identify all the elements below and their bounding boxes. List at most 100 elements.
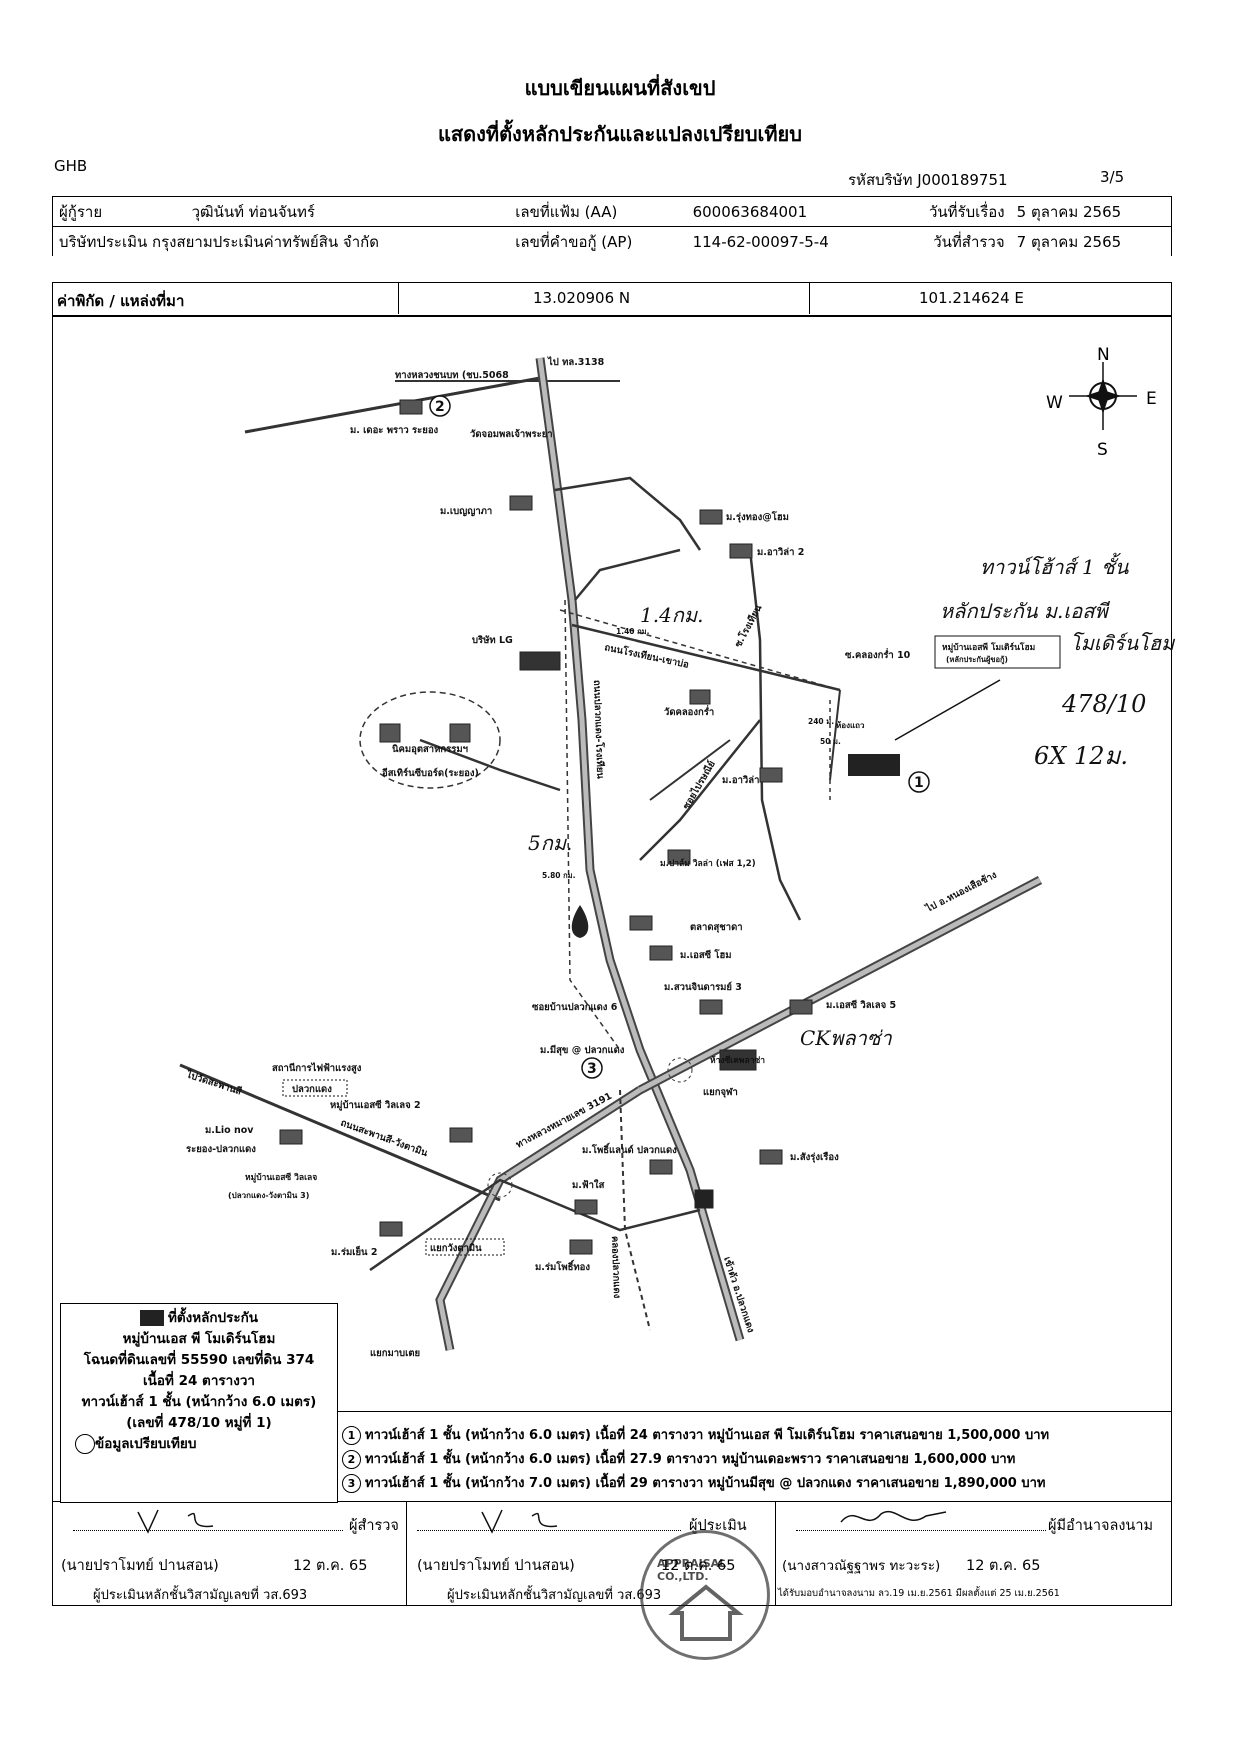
- received-label: วันที่รับเรื่อง: [928, 202, 1005, 221]
- label-the-palm: ม. เดอะ พราว ระยอง: [350, 425, 439, 436]
- coord-label: ค่าพิกัด / แหล่งที่มา: [57, 292, 185, 310]
- marker-3: 3: [587, 1061, 597, 1077]
- company-code: รหัสบริษัท J000189751: [848, 171, 1008, 189]
- label-esc3-b: (ปลวกแดง-วังตามิน 3): [228, 1191, 309, 1200]
- rongtiam-road: [571, 623, 841, 692]
- title-line-2: แสดงที่ตั้งหลักประกันและแปลงเปรียบเทียบ: [438, 122, 802, 146]
- label-hospital: ห้องแถว: [836, 720, 865, 730]
- hand-note-1: ทาวน์โฮ้าส์ 1 ชั้น: [980, 552, 1130, 579]
- label-esc5: ม.เอสซี วิลเลจ 5: [826, 999, 896, 1011]
- marker-1: 1: [914, 775, 924, 791]
- subject-swatch-icon: [139, 1310, 164, 1326]
- subject-parcel: [848, 754, 900, 776]
- appraiser-company: บริษัทประเมิน กรุงสยามประเมินค่าทรัพย์สิ…: [52, 226, 510, 256]
- signer-note: ได้รับมอบอำนาจลงนาม ลว.19 เม.ย.2561 มีผล…: [778, 1588, 1060, 1599]
- compass-w: W: [1046, 393, 1063, 413]
- label-khlong: คลองปลวกแดง: [609, 1236, 623, 1299]
- label-junction-mab: แยกมาบเตย: [370, 1348, 420, 1359]
- bank-code: GHB: [54, 157, 88, 175]
- hand-note-5: 6X 12ม.: [1034, 742, 1128, 770]
- label-dist-240: 240 ม.: [808, 717, 834, 726]
- survey-label: วันที่สำรวจ: [933, 232, 1005, 251]
- comparable-1-no: 1: [342, 1426, 361, 1445]
- label-sangrueng: ม.สังรุ่งเรือง: [790, 1151, 839, 1163]
- label-palm-villa: ม.ปาล์ม วิลล่า (เฟส 1,2): [660, 858, 756, 869]
- compare-circle-icon: [75, 1434, 95, 1454]
- label-to-3138: ไป ทล.3138: [547, 356, 605, 368]
- label-rompo: ม.ร่มโพธิ์ทอง: [535, 1259, 590, 1273]
- request-no: 114-62-00097-5-4: [692, 232, 829, 251]
- legend-compare: ข้อมูลเปรียบเทียบ: [61, 1434, 337, 1455]
- label-misuk: ม.มีสุข @ ปลวกแดง: [540, 1044, 625, 1056]
- legend-box: ที่ตั้งหลักประกัน หมู่บ้านเอส พี โมเดิร์…: [60, 1303, 338, 1503]
- comparable-2-no: 2: [342, 1450, 361, 1469]
- label-romyen: ม.ร่มเย็น 2: [331, 1245, 377, 1258]
- stamp-text: APPRAISAL CO.,LTD.: [657, 1557, 727, 1583]
- coordinate-row: ค่าพิกัด / แหล่งที่มา 13.020906 N 101.21…: [52, 282, 1172, 316]
- label-benya: ม.เบญญาภา: [440, 506, 492, 517]
- signer-block: ผู้มีอำนาจลงนาม (นางสาวณัฐฐาพร ทะวะระ) 1…: [776, 1502, 1171, 1606]
- hand-ck: CKพลาซ่า: [800, 1026, 892, 1050]
- request-no-label: เลขที่คำขอกู้ (AP): [515, 232, 633, 251]
- legend-house-no: (เลขที่ 478/10 หมู่ที่ 1): [126, 1415, 272, 1431]
- legend-subject: ที่ตั้งหลักประกัน: [61, 1308, 337, 1329]
- signature-section: ผู้สำรวจ (นายปราโมทย์ ปานสอน) 12 ต.ค. 65…: [52, 1502, 1172, 1606]
- label-avilla2: ม.อาวิล่า 2: [757, 547, 804, 558]
- hand-note-3: โมเดิร์นโฮม: [1070, 631, 1176, 655]
- label-esc2: หมู่บ้านเอสซี วิลเลจ 2: [330, 1099, 421, 1112]
- label-dist-50: 50 ม.: [820, 737, 841, 746]
- comparable-3-no: 3: [342, 1474, 361, 1493]
- file-no: 600063684001: [692, 202, 808, 221]
- signer-role: ผู้มีอำนาจลงนาม: [1048, 1518, 1154, 1534]
- surveyor-signature-icon: [137, 1509, 214, 1534]
- marker-2: 2: [435, 399, 445, 415]
- rural-road: [244, 376, 541, 434]
- label-esc3-a: หมู่บ้านเอสซี วิลเลจ: [245, 1172, 317, 1183]
- compass-e: E: [1146, 389, 1157, 409]
- legend-type: ทาวน์เฮ้าส์ 1 ชั้น (หน้ากว้าง 6.0 เมตร): [81, 1394, 317, 1410]
- longitude: 101.214624 E: [919, 289, 1024, 307]
- file-no-label: เลขที่แฟ้ม (AA): [515, 202, 618, 221]
- label-industrial-1: นิคมอุตสาหกรรมฯ: [392, 744, 468, 755]
- label-soi-pluak6: ซอยบ้านปลวกแดง 6: [532, 1001, 618, 1013]
- signer-date: 12 ต.ค. 65: [966, 1558, 1041, 1574]
- label-suan: ม.สวนจินดารมย์ 3: [664, 981, 742, 993]
- survey-date: 7 ตุลาคม 2565: [1010, 226, 1172, 256]
- comparable-3-text: ทาวน์เฮ้าส์ 1 ชั้น (หน้ากว้าง 7.0 เมตร) …: [365, 1476, 1046, 1491]
- info-table: ผู้กู้ราย วุฒินันท์ ท่อนจันทร์ เลขที่แฟ้…: [51, 196, 1172, 256]
- label-lionov-2: ระยอง-ปลวกแดง: [186, 1143, 256, 1155]
- title-line-1: แบบเขียนแผนที่สังเขป: [524, 76, 716, 100]
- label-power-2: ปลวกแดง: [292, 1083, 332, 1095]
- surveyor-name: (นายปราโมทย์ ปานสอน): [61, 1558, 219, 1574]
- legend-compare-label: ข้อมูลเปรียบเทียบ: [95, 1436, 197, 1452]
- legend-deed: โฉนดที่ดินเลขที่ 55590 เลขที่ดิน 374: [83, 1352, 315, 1368]
- appraiser-license: ผู้ประเมินหลักชั้นวิสามัญเลขที่ วส.693: [447, 1588, 662, 1603]
- company-stamp-icon: APPRAISAL CO.,LTD.: [640, 1530, 770, 1660]
- label-pleasant: ม.โพธิ์แลนด์ ปลวกแดง: [582, 1142, 677, 1156]
- label-market: ตลาดสุชาดา: [690, 922, 743, 933]
- latitude: 13.020906 N: [533, 289, 631, 307]
- surveyor-license: ผู้ประเมินหลักชั้นวิสามัญเลขที่ วส.693: [93, 1588, 308, 1603]
- signer-signature-icon: [840, 1511, 947, 1523]
- subject-box-sub: (หลักประกันผู้ขอกู้): [946, 655, 1008, 665]
- label-road-pluakdaeng: ถนนปลวกแดง-โรงเทียน: [591, 680, 606, 780]
- label-dist-14-small: 1.40 กม.: [616, 627, 650, 636]
- page-number: 3/5: [1100, 168, 1125, 186]
- appraiser-signature-icon: [481, 1509, 558, 1534]
- label-power: สถานีการไฟฟ้าแรงสูง: [272, 1062, 362, 1075]
- label-lionov-1: ม.Lio nov: [205, 1125, 254, 1136]
- signer-name: (นางสาวณัฐฐาพร ทะวะระ): [782, 1558, 941, 1574]
- compass-n: N: [1097, 345, 1110, 365]
- legend-village: หมู่บ้านเอส พี โมเดิร์นโฮม: [122, 1331, 276, 1347]
- compass-icon: N S E W: [1046, 345, 1157, 460]
- label-wat-khlong: วัดคลองกร่ำ: [664, 704, 714, 718]
- label-lg: บริษัท LG: [472, 635, 513, 646]
- hand-note-2: หลักประกัน ม.เอสพี: [940, 599, 1111, 623]
- received-date: 5 ตุลาคม 2565: [1010, 196, 1172, 227]
- label-junction-wang: แยกวังตามิน: [430, 1243, 482, 1254]
- label-road-rongtiam: ถนนโรงเทียน-เขาบ่อ: [603, 641, 690, 671]
